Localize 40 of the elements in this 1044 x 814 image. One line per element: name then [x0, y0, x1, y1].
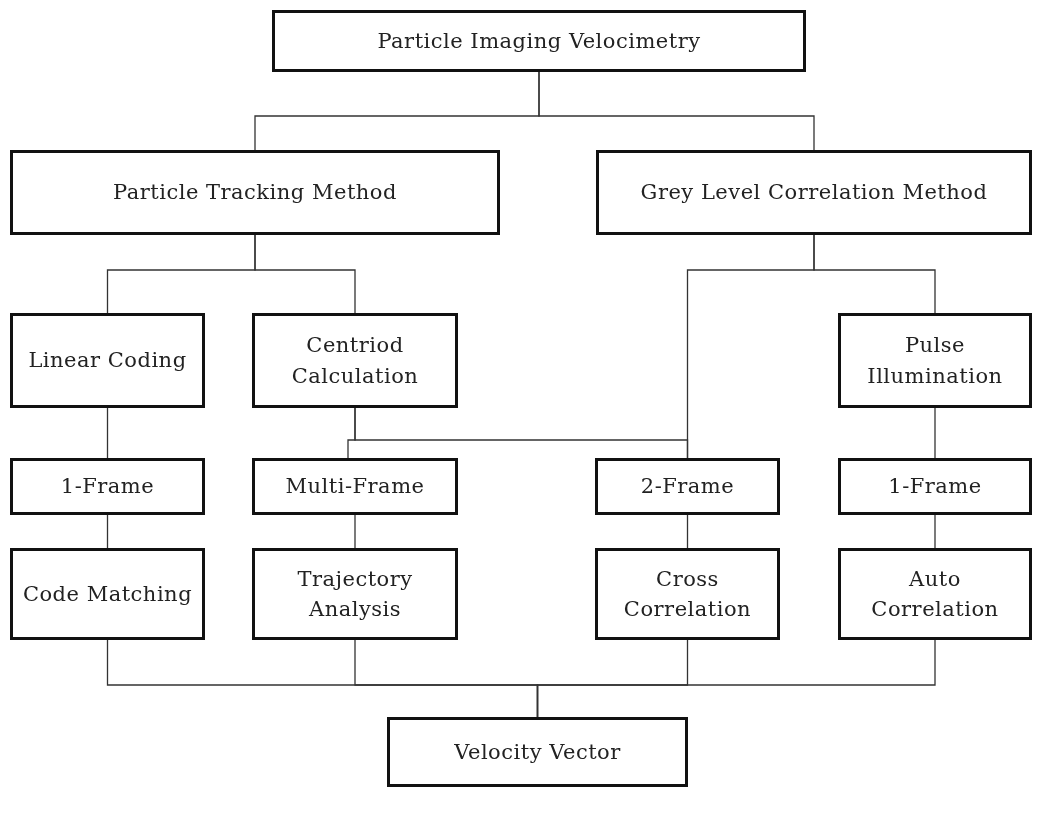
process-box [252, 313, 458, 408]
process-box [252, 548, 458, 640]
box-label: Auto Correlation [870, 565, 1000, 623]
box-label: Centriod Calculation [290, 332, 420, 390]
box-label: Trajectory Analysis [296, 565, 414, 623]
box-label: Pulse Illumination [866, 332, 1004, 390]
connector-line [686, 514, 689, 549]
box-label: 1-Frame [60, 473, 155, 501]
connector-line [254, 234, 356, 314]
connector-line [934, 514, 936, 549]
box-label: Linear Coding [28, 347, 187, 375]
process-box [10, 458, 205, 515]
connector-line [354, 407, 689, 459]
box-label: 2-Frame [640, 473, 735, 501]
box-label: Grey Level Correlation Method [640, 179, 988, 207]
process-box [838, 548, 1032, 640]
box-label: Multi-Frame [285, 473, 425, 501]
process-box [252, 458, 458, 515]
process-box [387, 717, 688, 787]
connector-line [934, 407, 936, 459]
process-box [596, 150, 1032, 235]
box-label: Velocity Vector [454, 738, 621, 766]
process-box [272, 10, 806, 72]
box-label: Cross Correlation [622, 565, 753, 623]
box-label: 1-Frame [888, 473, 982, 501]
connector-line [106, 514, 109, 549]
process-box [10, 313, 205, 408]
box-label: Particle Imaging Velocimetry [377, 27, 701, 55]
box-label: Code Matching [22, 580, 193, 608]
connector-line [354, 514, 356, 549]
process-box [838, 458, 1032, 515]
process-box [10, 150, 500, 235]
process-box [595, 458, 780, 515]
connector-line [538, 71, 815, 151]
connector-line [536, 639, 936, 718]
process-box [595, 548, 780, 640]
process-box [10, 548, 205, 640]
process-box [838, 313, 1032, 408]
box-label: Particle Tracking Method [113, 179, 397, 207]
connector-line [106, 407, 109, 459]
